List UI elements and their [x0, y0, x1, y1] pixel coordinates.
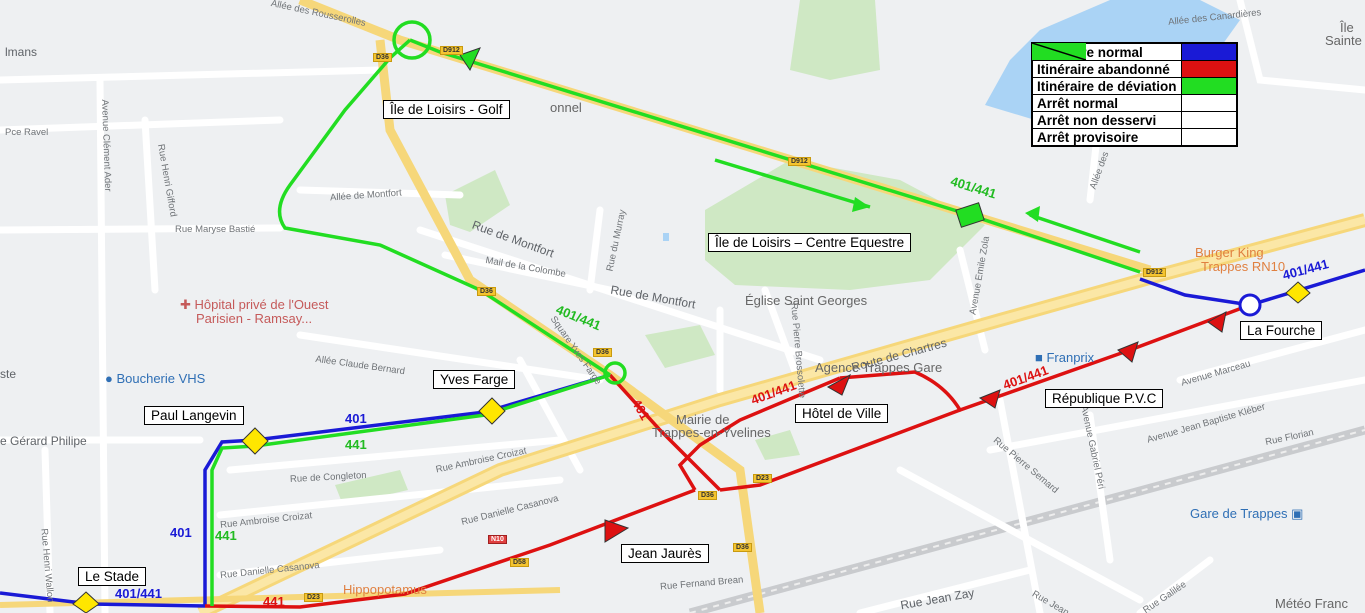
- road-ref-n10: N10: [488, 535, 507, 544]
- route-label-401-west: 401: [170, 525, 192, 540]
- road-ref-d23-mid: D23: [753, 474, 772, 483]
- stop-golf[interactable]: Île de Loisirs - Golf: [383, 100, 510, 119]
- map-legend: Itinéraire normal Itinéraire abandonné I…: [1031, 42, 1238, 147]
- roundabout-golf: [392, 20, 432, 60]
- stop-paul-langevin[interactable]: Paul Langevin: [144, 406, 244, 425]
- poi-hippopotamus: Hippopotamus: [343, 582, 427, 597]
- poi-meteo: Météo Franc: [1275, 596, 1348, 611]
- route-label-441-west: 441: [215, 528, 237, 543]
- stop-centre-equestre[interactable]: Île de Loisirs – Centre Equestre: [708, 233, 912, 252]
- road-ref-d912-east: D912: [1143, 268, 1166, 277]
- route-label-441: 441: [345, 437, 367, 452]
- route-label-441-south: 441: [263, 594, 285, 609]
- legend-label-detour-route: Itinéraire de déviation: [1031, 77, 1182, 95]
- shop-icon: ●: [105, 371, 117, 386]
- legend-swatch-red: [1180, 60, 1238, 78]
- park-north: [790, 0, 880, 80]
- legend-label-abandoned-route: Itinéraire abandonné: [1031, 60, 1182, 78]
- legend-swatch-green-stop: [1032, 43, 1238, 147]
- poi-franprix: ■ Franprix: [1035, 350, 1094, 365]
- legend-label-skipped-stop: Arrêt non desservi: [1031, 111, 1182, 129]
- poi-ile: Île: [1340, 20, 1354, 35]
- stop-markers-normal: [72, 281, 1311, 613]
- road-ref-d912-north: D912: [440, 46, 463, 55]
- road-ref-d23: D23: [304, 593, 323, 602]
- poi-hopital-name: Hôpital privé de l'Ouest: [194, 297, 329, 312]
- stop-markers-skipped: [604, 311, 1227, 543]
- stop-hotel-de-ville[interactable]: Hôtel de Ville: [795, 404, 889, 423]
- legend-swatch-blue: [1180, 42, 1238, 61]
- poi-mairie: Mairie de: [676, 412, 730, 427]
- park-golf: [705, 160, 985, 290]
- legend-swatch-green: [1180, 77, 1238, 95]
- hospital-icon: ✚: [180, 297, 195, 312]
- street-ravel: Pce Ravel: [5, 127, 49, 138]
- road-ref-d36-south: D36: [698, 491, 717, 500]
- road-d36: [375, 39, 765, 613]
- poi-gare-name: Gare de Trappes: [1190, 506, 1288, 521]
- stop-markers-temporary: [459, 47, 985, 228]
- legend-row-normal-stop: Arrêt normal: [1031, 43, 1238, 112]
- legend-swatch-yellow-stop: [1032, 43, 1238, 112]
- poi-eglise: Église Saint Georges: [745, 293, 868, 308]
- road-ref-d36-bottom: D36: [733, 543, 752, 552]
- street-maryse-bastie: Rue Maryse Bastié: [175, 224, 256, 235]
- legend-label-temporary-stop: Arrêt provisoire: [1031, 128, 1182, 147]
- arrow-head-1: [852, 197, 870, 212]
- street-gerard-philipe: e Gérard Philipe: [0, 434, 87, 448]
- park-centre: [645, 325, 715, 368]
- poi-gare: Gare de Trappes ▣: [1190, 506, 1303, 522]
- poi-hopital-line2: Parisien - Ramsay...: [196, 311, 313, 326]
- railway-dash: [689, 429, 1365, 613]
- poi-hopital: ✚ Hôpital privé de l'Ouest: [180, 297, 329, 313]
- cart-icon: ■: [1035, 350, 1047, 365]
- poi-burger-line2: Trappes RN10: [1201, 259, 1286, 274]
- train-icon: ▣: [1287, 506, 1304, 521]
- legend-row-skipped-stop: Arrêt non desservi: [1031, 43, 1238, 129]
- stop-le-stade[interactable]: Le Stade: [78, 567, 147, 586]
- route-label-401-441-stade: 401/441: [115, 586, 162, 601]
- arrow-head-2: [1025, 206, 1040, 222]
- poi-franprix-name: Franprix: [1046, 350, 1095, 365]
- legend-label-normal-stop: Arrêt normal: [1031, 94, 1182, 112]
- legend-row-abandoned-route: Itinéraire abandonné: [1031, 60, 1238, 78]
- poi-burger: Burger King: [1195, 245, 1264, 260]
- place-ste: ste: [0, 367, 17, 381]
- park-mairie: [755, 430, 800, 460]
- place-lmans: lmans: [5, 45, 38, 59]
- park-west: [445, 170, 510, 232]
- roundabout-d36: [603, 361, 627, 385]
- road-ref-d36-mid: D36: [477, 287, 496, 296]
- stop-la-fourche-marker: [1238, 293, 1262, 317]
- road-ref-d36-north: D36: [373, 53, 392, 62]
- road-rn10-core: [198, 216, 1365, 613]
- road-ref-d58: D58: [510, 558, 529, 567]
- road-ref-d912-mid: D912: [788, 157, 811, 166]
- poi-agence: Agence Trappes Gare: [815, 360, 943, 375]
- poi-mairie-line2: Trappes-en-Yvelines: [652, 425, 771, 440]
- stop-marker-green-icon: [1032, 43, 1086, 60]
- detour-route-lines: [210, 38, 1141, 606]
- stop-republique[interactable]: République P.V.C: [1045, 389, 1164, 408]
- poi-boucherie: ● Boucherie VHS: [105, 371, 205, 386]
- poi-sainte: Sainte: [1325, 33, 1362, 48]
- park-south: [335, 470, 408, 505]
- stop-yves-farge[interactable]: Yves Farge: [433, 370, 516, 389]
- water-small: [663, 233, 669, 241]
- stop-jean-jaures[interactable]: Jean Jaurès: [621, 544, 709, 563]
- legend-row-detour-route: Itinéraire de déviation: [1031, 77, 1238, 95]
- poi-boucherie-name: Boucherie VHS: [116, 371, 206, 386]
- stop-la-fourche[interactable]: La Fourche: [1240, 321, 1323, 340]
- poi-onnel: onnel: [550, 100, 582, 115]
- abandoned-route-lines: [204, 303, 1251, 609]
- route-label-401: 401: [345, 411, 367, 426]
- legend-swatch-red-stop: [1032, 43, 1238, 129]
- road-ref-d36-centre: D36: [593, 348, 612, 357]
- legend-row-temporary-stop: Arrêt provisoire: [1031, 43, 1238, 147]
